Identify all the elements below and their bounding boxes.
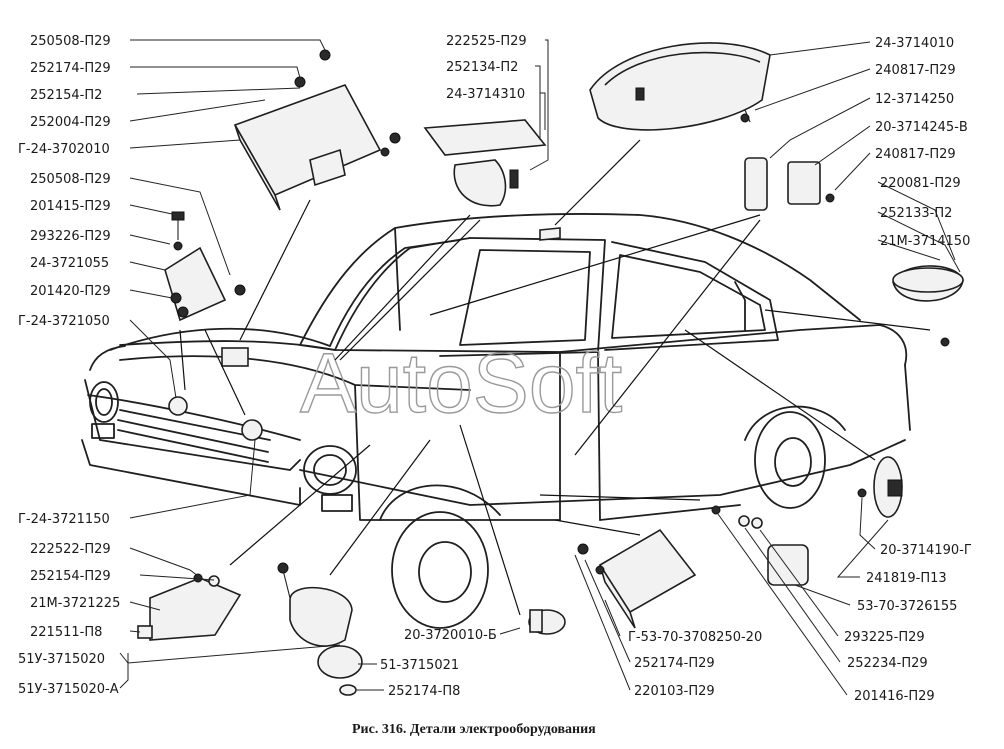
label-l20: 220081-П29: [880, 176, 961, 191]
label-l03: 252154-П2: [30, 88, 102, 103]
label-l30: 51-3715021: [380, 658, 459, 673]
label-l40: 252234-П29: [847, 656, 928, 671]
label-l05: Г-24-3702010: [18, 142, 110, 157]
label-l09: 24-3721055: [30, 256, 109, 271]
label-l36: 20-3714190-Г: [880, 543, 972, 558]
label-l04: 252004-П29: [30, 115, 111, 130]
label-l22: 21М-3714150: [880, 234, 970, 249]
label-l10: 201420-П29: [30, 284, 111, 299]
label-l12: 222525-П29: [446, 34, 527, 49]
label-l34: 252174-П29: [634, 656, 715, 671]
label-l13: 252134-П2: [446, 60, 518, 75]
label-l23: Г-24-3721150: [18, 512, 110, 527]
relay-module-part: [577, 528, 697, 629]
label-l11: Г-24-3721050: [18, 314, 110, 329]
label-l27: 221511-П8: [30, 625, 102, 640]
bottom-relay-part: [137, 573, 242, 641]
label-l26: 21М-3721225: [30, 596, 120, 611]
label-l18: 20-3714245-В: [875, 120, 968, 135]
label-l31: 252174-П8: [388, 684, 460, 699]
label-l37: 241819-П13: [866, 571, 947, 586]
dome-lamp-part: [423, 119, 547, 207]
label-l28: 51У-3715020: [18, 652, 105, 667]
leader-lines: [119, 39, 961, 696]
label-l16: 240817-П29: [875, 63, 956, 78]
part-labels: 250508-П29 252174-П29 252154-П2 252004-П…: [18, 34, 972, 704]
horns-part: [168, 347, 263, 441]
horn-unit-part: [277, 562, 363, 696]
label-l15: 24-3714010: [875, 36, 954, 51]
label-l08: 293226-П29: [30, 229, 111, 244]
label-l33: Г-53-70-3708250-20: [628, 630, 762, 645]
pointer-arrows: [179, 139, 931, 616]
label-l41: 201416-П29: [854, 689, 935, 704]
watermark: AutoSoft: [300, 336, 622, 430]
roof-lamp-part: [539, 42, 771, 241]
door-switch-part: [744, 157, 835, 211]
label-l06: 250508-П29: [30, 172, 111, 187]
label-l29: 51У-3715020-А: [18, 682, 119, 697]
sensor-part: [528, 609, 566, 635]
label-l35: 220103-П29: [634, 684, 715, 699]
label-l39: 293225-П29: [844, 630, 925, 645]
label-l17: 12-3714250: [875, 92, 954, 107]
label-l07: 201415-П29: [30, 199, 111, 214]
label-l32: 20-3720010-Б: [404, 628, 497, 643]
label-l25: 252154-П29: [30, 569, 111, 584]
figure-caption: Рис. 316. Детали электрооборудования: [352, 722, 596, 737]
label-l21: 252133-П2: [880, 206, 952, 221]
label-l19: 240817-П29: [875, 147, 956, 162]
car-outline: [81, 213, 911, 629]
label-l14: 24-3714310: [446, 87, 525, 102]
horn-bracket-part: [164, 211, 246, 322]
label-l38: 53-70-3726155: [857, 599, 957, 614]
label-l01: 250508-П29: [30, 34, 111, 49]
rear-switch-part: [857, 456, 903, 518]
label-l24: 222522-П29: [30, 542, 111, 557]
courtesy-lamp-part: [892, 265, 964, 347]
label-l02: 252174-П29: [30, 61, 111, 76]
horn-relay-part: [233, 49, 401, 211]
